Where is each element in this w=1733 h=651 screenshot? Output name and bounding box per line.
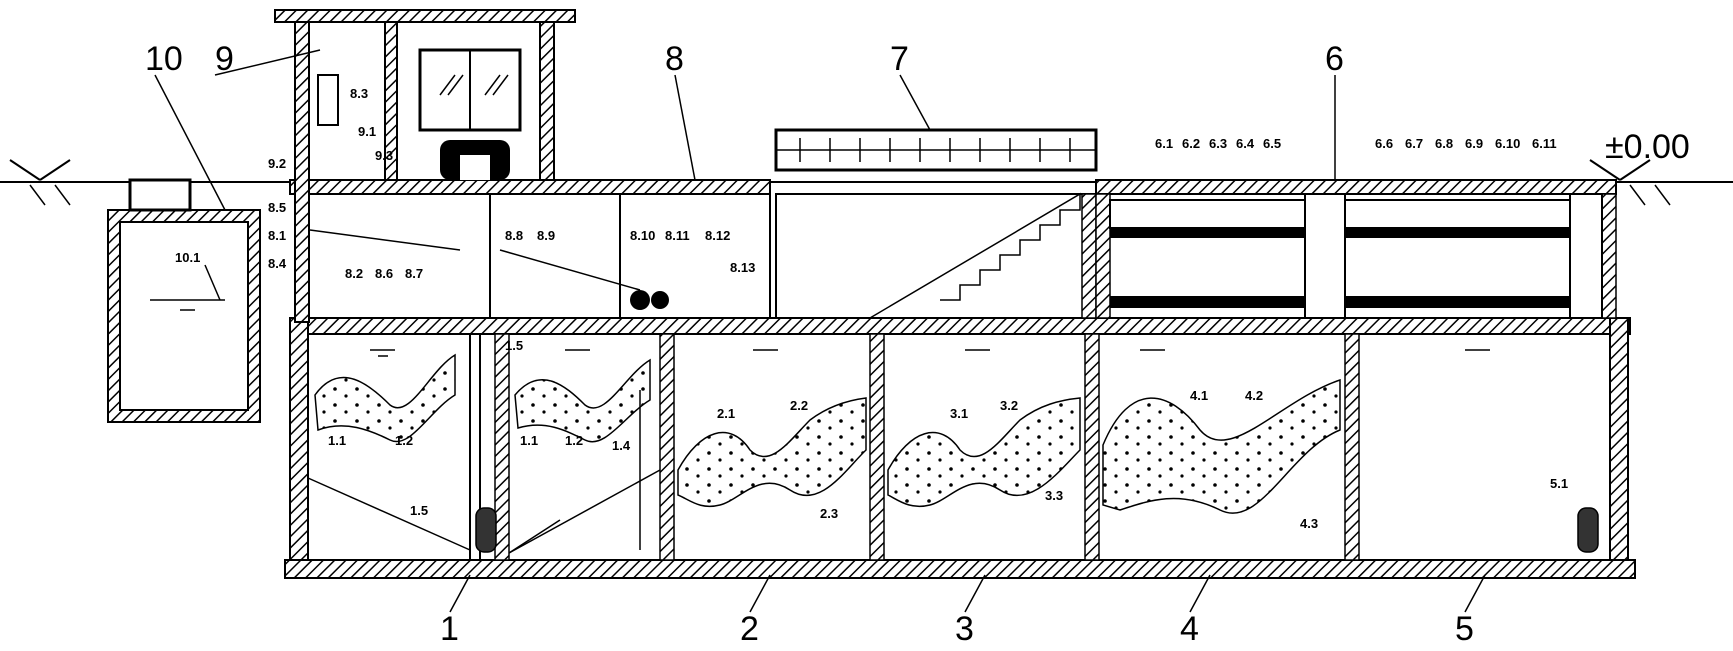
- label-8-3: 8.3: [350, 86, 368, 101]
- label-5: 5: [1455, 610, 1474, 648]
- label-6-6: 6.6: [1375, 136, 1393, 151]
- label-8-13: 8.13: [730, 260, 755, 275]
- label-1-1b: 1.1: [520, 433, 538, 448]
- label-8-6: 8.6: [375, 266, 393, 281]
- sub-labels: 1.1 1.2 1.1 1.2 1.4 1.5 1.5 2.1 2.2 2.3 …: [175, 86, 1568, 531]
- label-6-3: 6.3: [1209, 136, 1227, 151]
- label-3-3: 3.3: [1045, 488, 1063, 503]
- label-6-9: 6.9: [1465, 136, 1483, 151]
- label-3-1: 3.1: [950, 406, 968, 421]
- label-8-2: 8.2: [345, 266, 363, 281]
- leader-lines: [154, 49, 1486, 613]
- label-6-10: 6.10: [1495, 136, 1520, 151]
- submersible-pumps: [475, 507, 1599, 553]
- label-9-1: 9.1: [358, 124, 376, 139]
- label-5-1: 5.1: [1550, 476, 1568, 491]
- label-1-2a: 1.2: [395, 433, 413, 448]
- label-4-2: 4.2: [1245, 388, 1263, 403]
- label-1-5b: 1.5: [505, 338, 523, 353]
- label-6-11: 6.11: [1532, 136, 1557, 151]
- water-level-marks: [370, 349, 1490, 357]
- label-3: 3: [955, 610, 974, 648]
- label-6-2: 6.2: [1182, 136, 1200, 151]
- label-8-9: 8.9: [537, 228, 555, 243]
- label-10-1: 10.1: [175, 250, 200, 265]
- label-6-8: 6.8: [1435, 136, 1453, 151]
- label-1-4: 1.4: [612, 438, 631, 453]
- label-8-5: 8.5: [268, 200, 286, 215]
- filter-tank-6: [1095, 179, 1617, 319]
- label-2-1: 2.1: [717, 406, 735, 421]
- main-labels: 1 2 3 4 5 6 7 8 9 10 ±0.00: [145, 40, 1690, 648]
- label-6: 6: [1325, 40, 1344, 78]
- label-4: 4: [1180, 610, 1199, 648]
- label-6-4: 6.4: [1236, 136, 1255, 151]
- label-8-8: 8.8: [505, 228, 523, 243]
- label-6-7: 6.7: [1405, 136, 1423, 151]
- label-8-12: 8.12: [705, 228, 730, 243]
- label-8-10: 8.10: [630, 228, 655, 243]
- elevation-label: ±0.00: [1605, 128, 1690, 166]
- label-1: 1: [440, 610, 459, 648]
- label-8-7: 8.7: [405, 266, 423, 281]
- label-4-1: 4.1: [1190, 388, 1208, 403]
- label-2-3: 2.3: [820, 506, 838, 521]
- label-1-2b: 1.2: [565, 433, 583, 448]
- filler-media-waves: [314, 353, 1341, 514]
- label-3-2: 3.2: [1000, 398, 1018, 413]
- label-4-3: 4.3: [1300, 516, 1318, 531]
- label-1-5a: 1.5: [410, 503, 428, 518]
- label-7: 7: [890, 40, 909, 78]
- label-8-4: 8.4: [268, 256, 287, 271]
- label-6-5: 6.5: [1263, 136, 1281, 151]
- label-6-1: 6.1: [1155, 136, 1173, 151]
- well-tank-10: [107, 178, 261, 423]
- underground-tank-structure: [284, 317, 1636, 579]
- label-10: 10: [145, 40, 183, 78]
- control-building-9: [274, 9, 576, 323]
- label-1-1a: 1.1: [328, 433, 346, 448]
- label-8-1: 8.1: [268, 228, 286, 243]
- stair-housing-7: [774, 128, 1098, 319]
- label-8: 8: [665, 40, 684, 78]
- label-2: 2: [740, 610, 759, 648]
- label-9: 9: [215, 40, 234, 78]
- label-8-11: 8.11: [665, 228, 690, 243]
- label-9-2: 9.2: [268, 156, 286, 171]
- equipment-room-8: [289, 179, 771, 319]
- label-9-3: 9.3: [375, 148, 393, 163]
- label-2-2: 2.2: [790, 398, 808, 413]
